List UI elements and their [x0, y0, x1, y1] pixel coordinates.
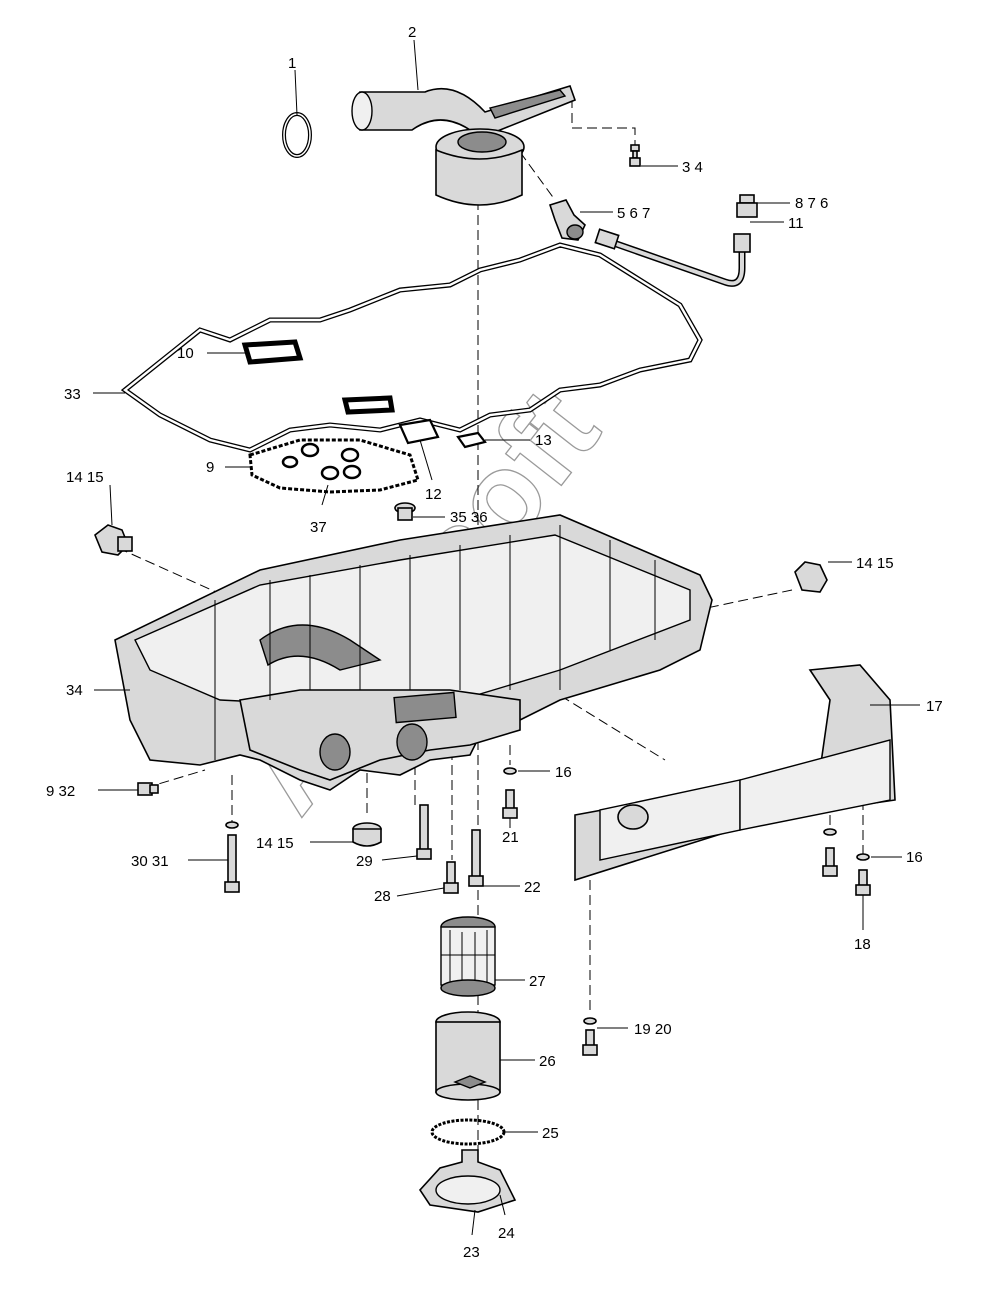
callout-16-b: 16 — [906, 849, 923, 866]
callout-23: 23 — [463, 1244, 480, 1261]
callout-27: 27 — [529, 973, 546, 990]
callout-2: 2 — [408, 24, 416, 41]
callout-28: 28 — [374, 888, 391, 905]
callout-22: 22 — [524, 879, 541, 896]
oil-pan-gasket-part — [120, 242, 703, 453]
drain-plug-part — [394, 502, 416, 521]
callout-26: 26 — [539, 1053, 556, 1070]
callout-14-15-left: 14 15 — [66, 469, 104, 486]
callout-5-6-7: 5 6 7 — [617, 205, 650, 222]
callout-29: 29 — [356, 853, 373, 870]
callout-8-7-6: 8 7 6 — [795, 195, 828, 212]
plug-small-part — [137, 782, 159, 796]
callout-11: 11 — [788, 215, 804, 232]
callout-35-36: 35 36 — [450, 509, 488, 526]
oil-line-part — [594, 228, 751, 287]
cover-part — [574, 664, 896, 882]
callout-17: 17 — [926, 698, 943, 715]
callout-21: 21 — [502, 829, 519, 846]
callout-33: 33 — [64, 386, 81, 403]
callout-37: 37 — [310, 519, 327, 536]
callout-12: 12 — [425, 486, 442, 503]
plug-right-part — [794, 561, 828, 593]
callout-25: 25 — [542, 1125, 559, 1142]
callout-labels: 1 2 3 4 5 6 7 8 7 6 11 10 33 13 9 12 37 … — [46, 24, 943, 1261]
callout-3-4: 3 4 — [682, 159, 703, 176]
filter-cap-part — [418, 1149, 517, 1213]
callout-14-15-right: 14 15 — [856, 555, 894, 572]
callout-10: 10 — [177, 345, 194, 362]
callout-34: 34 — [66, 682, 83, 699]
plug-part — [736, 194, 758, 218]
callout-16-a: 16 — [555, 764, 572, 781]
callout-24: 24 — [498, 1225, 515, 1242]
callout-13: 13 — [535, 432, 552, 449]
oil-pan-part — [114, 514, 713, 791]
callout-19-20: 19 20 — [634, 1021, 672, 1038]
callout-leaders — [93, 39, 920, 1236]
suction-pipe-part — [351, 85, 577, 206]
filter-o-ring-part — [430, 1118, 506, 1146]
callout-14-15-bottom: 14 15 — [256, 835, 294, 852]
gasket-plate-part — [248, 438, 420, 494]
callout-1: 1 — [288, 55, 296, 72]
plug-bottom-part — [352, 822, 382, 847]
small-bolt-part — [629, 144, 641, 167]
o-ring-part — [282, 112, 312, 158]
callout-9-top: 9 — [206, 459, 214, 476]
filter-element-part — [435, 1011, 501, 1101]
plug-left-part — [94, 524, 133, 556]
small-gaskets-part — [398, 418, 487, 449]
filter-cage-part — [440, 916, 496, 997]
callout-18: 18 — [854, 936, 871, 953]
bolts-group — [224, 767, 871, 1056]
callout-9-32: 9 32 — [46, 783, 75, 800]
callout-30-31: 30 31 — [131, 853, 169, 870]
banjo-fitting-part — [548, 199, 586, 241]
